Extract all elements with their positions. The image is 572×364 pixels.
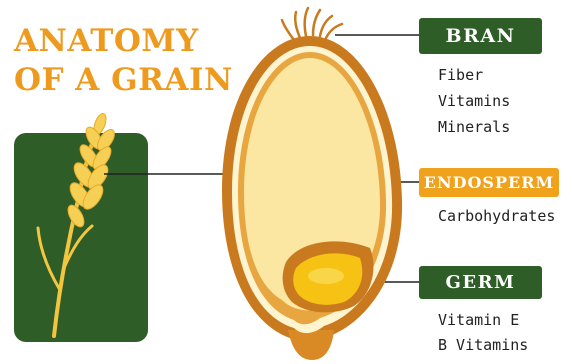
bran-item: Vitamins bbox=[438, 94, 510, 109]
germ-label: GERM bbox=[419, 266, 542, 299]
bristles-icon bbox=[282, 8, 342, 40]
endosperm-label: ENDOSPERM bbox=[419, 168, 559, 197]
endosperm-item: Carbohydrates bbox=[438, 209, 555, 224]
bran-item: Minerals bbox=[438, 120, 510, 135]
grain-kernel-illustration bbox=[222, 36, 402, 360]
wheat-stalk-icon bbox=[38, 112, 118, 336]
bran-item: Fiber bbox=[438, 68, 483, 83]
germ-item: Vitamin E bbox=[438, 313, 519, 328]
bran-label: BRAN bbox=[419, 18, 542, 54]
germ-item: B Vitamins bbox=[438, 338, 528, 353]
